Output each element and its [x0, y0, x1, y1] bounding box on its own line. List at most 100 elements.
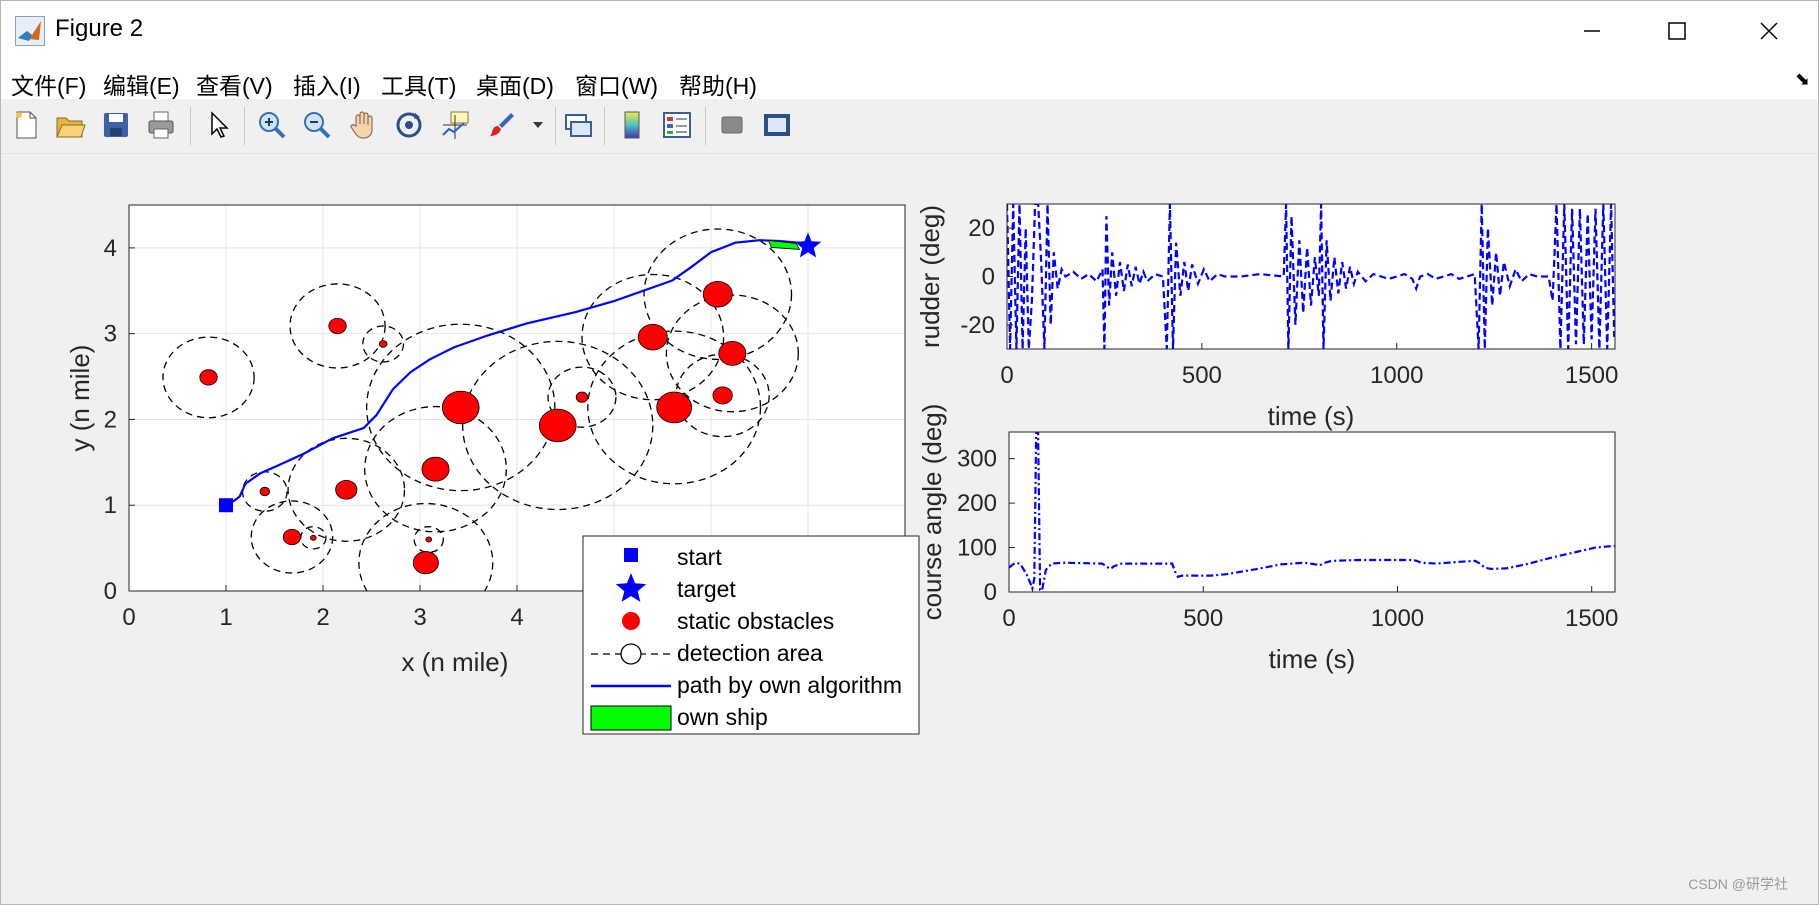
obstacle-marker: [378, 340, 388, 348]
chevron-down-icon: [533, 122, 543, 128]
x-axis-label: x (n mile): [401, 647, 508, 677]
legend-label: own ship: [677, 704, 768, 730]
menu-edit[interactable]: 编辑(E): [103, 73, 180, 99]
pan-hand-icon: [350, 111, 373, 139]
detection-circle: [581, 273, 725, 401]
y-tick-label: 200: [957, 490, 997, 517]
show-plot-tools-icon: [764, 114, 790, 136]
y-tick-label: 20: [968, 215, 995, 242]
rotate-3d-button[interactable]: [390, 106, 428, 144]
menu-file[interactable]: 文件(F): [11, 73, 87, 99]
axes-background: [1009, 432, 1615, 592]
x-tick-label: 0: [1000, 362, 1013, 389]
close-icon: [1760, 22, 1778, 40]
close-button[interactable]: [1723, 1, 1815, 61]
obstacle-marker: [328, 317, 347, 335]
x-tick-label: 1500: [1565, 362, 1618, 389]
obstacle-marker: [425, 536, 433, 543]
maximize-button[interactable]: [1631, 1, 1723, 61]
obstacle-marker: [421, 456, 450, 482]
y-tick-label: 0: [984, 579, 997, 606]
save-icon: [104, 113, 128, 137]
detection-circle: [287, 437, 406, 542]
x-axis-label: time (s): [1268, 401, 1355, 431]
colorbar-icon: [624, 111, 640, 139]
legend-button[interactable]: [658, 106, 696, 144]
x-tick-label: 500: [1182, 362, 1222, 389]
data-cursor-button[interactable]: [436, 106, 474, 144]
hide-plot-tools-button[interactable]: [713, 106, 751, 144]
watermark-text: CSDN @研学社: [1688, 876, 1788, 892]
obstacle-marker: [712, 386, 733, 405]
open-file-button[interactable]: [51, 106, 89, 144]
save-button[interactable]: [97, 106, 135, 144]
menu-insert[interactable]: 插入(I): [293, 73, 361, 99]
y-tick-label: 1: [104, 492, 117, 519]
brush-dropdown[interactable]: [528, 106, 548, 144]
menu-view[interactable]: 查看(V): [196, 73, 273, 99]
obstacle-marker: [637, 323, 668, 351]
obstacle-marker: [575, 391, 589, 403]
detection-circle: [547, 366, 617, 428]
y-tick-label: 2: [104, 406, 117, 433]
y-tick-label: 0: [104, 578, 117, 605]
data-cursor-icon: [442, 111, 469, 139]
title-bar: Figure 2: [1, 1, 1818, 61]
plot-area: [162, 228, 801, 591]
menu-bar: 文件(F) 编辑(E) 查看(V) 插入(I) 工具(T) 桌面(D) 窗口(W…: [1, 61, 1818, 99]
menu-tools[interactable]: 工具(T): [381, 73, 457, 99]
show-plot-tools-button[interactable]: [758, 106, 796, 144]
pointer-button[interactable]: [199, 106, 237, 144]
x-tick-label: 1000: [1370, 362, 1423, 389]
pan-button[interactable]: [344, 106, 382, 144]
obstacle-marker: [538, 408, 577, 443]
x-tick-label: 3: [413, 604, 426, 631]
figure-toolbar: [1, 99, 1818, 154]
menu-desktop[interactable]: 桌面(D): [476, 73, 554, 99]
plot-area: [1007, 204, 1615, 349]
own-ship-marker: [767, 239, 801, 250]
target-marker: [794, 232, 822, 258]
x-tick-label: 1500: [1565, 605, 1618, 632]
zoom-in-button[interactable]: [253, 106, 291, 144]
obstacle-marker: [199, 369, 218, 386]
y-axis-label: y (n mile): [65, 345, 95, 452]
x-tick-label: 1: [219, 604, 232, 631]
colorbar-button[interactable]: [613, 106, 651, 144]
maximize-icon: [1668, 22, 1686, 40]
print-button[interactable]: [142, 106, 180, 144]
obstacle-marker: [335, 479, 358, 500]
zoom-out-button[interactable]: [298, 106, 336, 144]
legend-icon: [663, 112, 691, 138]
brush-button[interactable]: [482, 106, 520, 144]
detection-circle: [289, 283, 386, 369]
obstacle-marker: [441, 390, 480, 425]
new-figure-button[interactable]: [7, 106, 45, 144]
minimize-button[interactable]: [1546, 1, 1638, 61]
link-plot-icon: [565, 114, 592, 137]
series-line: [1009, 432, 1615, 592]
x-tick-label: 500: [1183, 605, 1223, 632]
matlab-logo-icon: [15, 16, 45, 46]
legend-label: static obstacles: [677, 608, 834, 634]
x-axis-label: time (s): [1269, 644, 1356, 674]
dock-arrow-icon[interactable]: ⬊: [1794, 69, 1810, 89]
y-tick-label: 3: [104, 321, 117, 348]
y-tick-label: 4: [104, 235, 117, 262]
x-tick-label: 0: [122, 604, 135, 631]
link-plot-button[interactable]: [559, 106, 597, 144]
legend-detection-marker: [620, 643, 642, 665]
open-file-icon: [56, 117, 86, 138]
menu-help[interactable]: 帮助(H): [679, 73, 757, 99]
detection-circle: [250, 500, 334, 574]
axes-box: [1008, 431, 1616, 593]
legend-target-marker: [615, 573, 647, 602]
x-tick-label: 2: [316, 604, 329, 631]
menu-window[interactable]: 窗口(W): [575, 73, 659, 99]
